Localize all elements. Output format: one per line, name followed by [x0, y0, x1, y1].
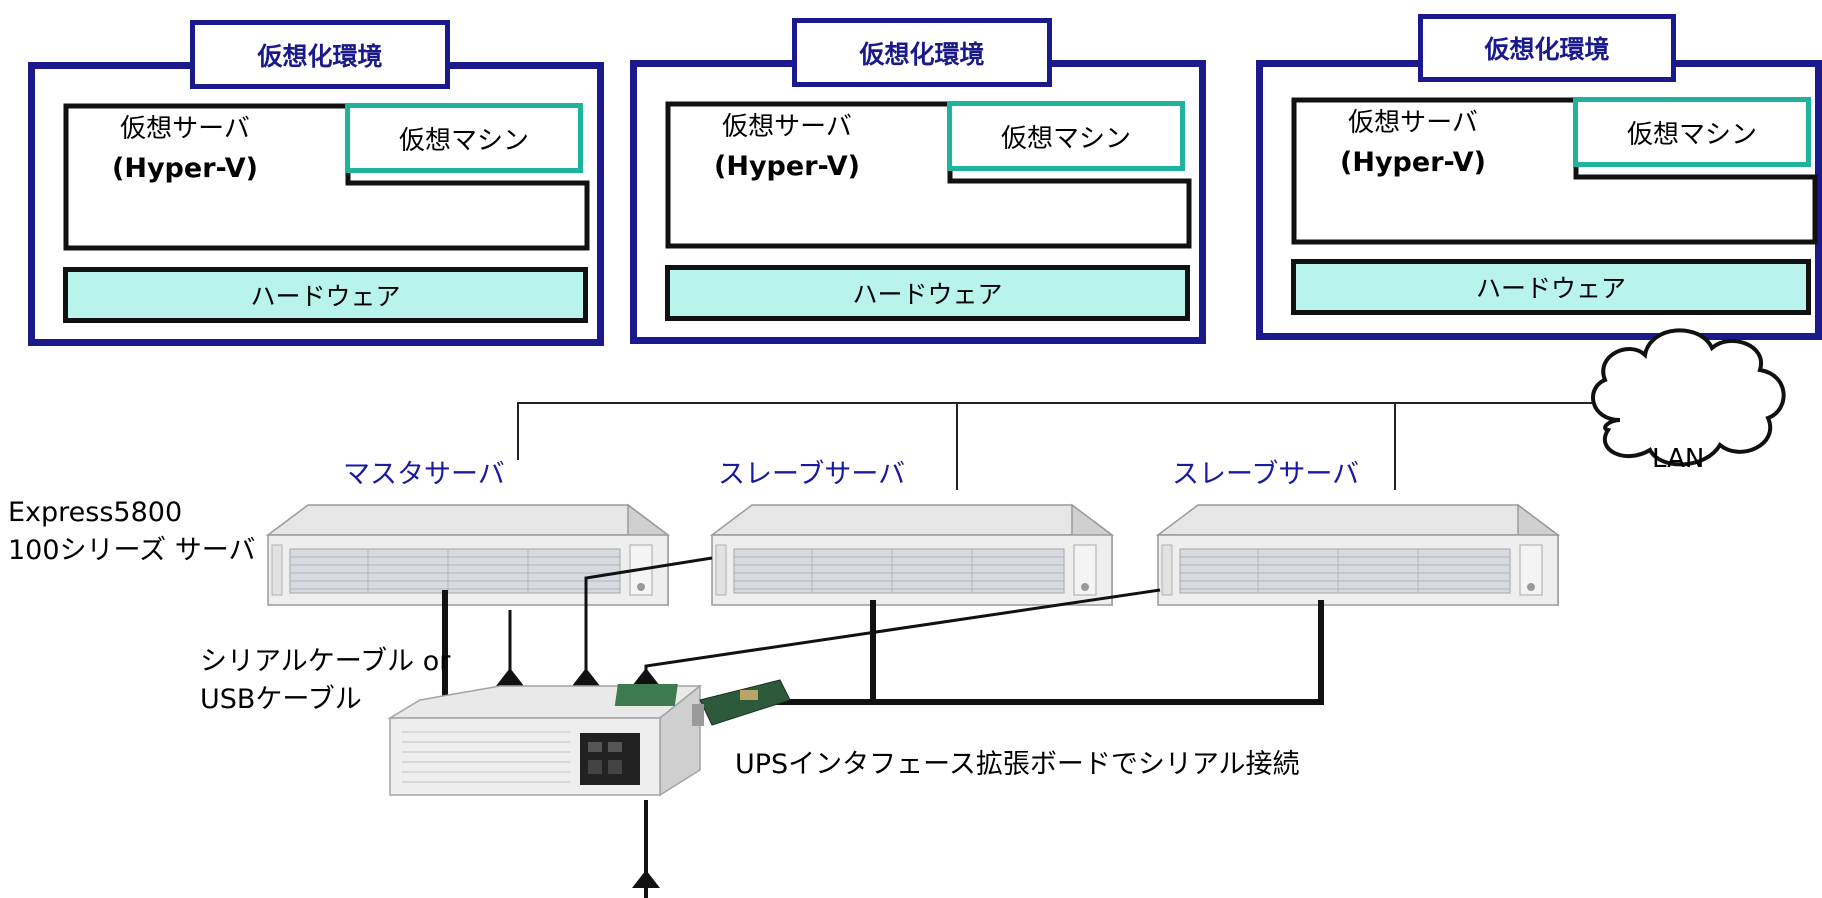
slave-server-1-image: [711, 504, 1113, 606]
virtual-server-hypervisor: (Hyper-V): [1340, 147, 1486, 178]
hardware-label: ハードウェア: [852, 280, 1003, 309]
master-server-label: マスタサーバ: [343, 459, 505, 490]
virtual-server-label: 仮想サーバ (Hyper-V): [75, 109, 295, 189]
virtual-machine-box: 仮想マシン: [947, 101, 1185, 171]
lan-cloud-icon: [1591, 328, 1786, 467]
environment-title-tab-3: 仮想化環境: [1418, 14, 1676, 82]
power-arrow-icon: [496, 668, 524, 686]
power-arrow-icon: [572, 668, 600, 686]
environment-title: 仮想化環境: [257, 41, 383, 71]
virtual-server-name: 仮想サーバ: [1348, 108, 1478, 138]
lan-label: LAN: [1652, 444, 1705, 474]
cable-type-line1: シリアルケーブル or: [200, 646, 451, 677]
hardware-label: ハードウェア: [1475, 274, 1626, 303]
slave-server-1-label: スレーブサーバ: [718, 459, 906, 490]
virtual-machine-label: 仮想マシン: [1000, 123, 1131, 154]
virtual-machine-label: 仮想マシン: [398, 125, 529, 156]
virtual-machine-box: 仮想マシン: [1573, 97, 1811, 167]
hardware-box: ハードウェア: [63, 267, 588, 323]
hardware-box: ハードウェア: [1291, 259, 1811, 315]
server-model-line1: Express5800: [8, 497, 183, 528]
ups-input-arrow-icon: [632, 870, 660, 888]
virtual-server-label: 仮想サーバ (Hyper-V): [677, 107, 897, 187]
environment-title-tab-2: 仮想化環境: [792, 18, 1052, 87]
master-server-image: [267, 504, 669, 606]
slave-board-cables: [768, 600, 1324, 705]
environment-title: 仮想化環境: [1484, 35, 1610, 64]
slave-server-2-label: スレーブサーバ: [1172, 459, 1360, 490]
power-arrow-icon: [632, 668, 660, 686]
slave-server-2-image: [1157, 504, 1559, 606]
virtual-server-name: 仮想サーバ: [120, 114, 250, 144]
ups-unit-image: [387, 684, 703, 797]
virtual-server-hypervisor: (Hyper-V): [112, 153, 258, 184]
ups-board-connection-label: UPSインタフェース拡張ボードでシリアル接続: [735, 749, 1300, 780]
virtual-server-label: 仮想サーバ (Hyper-V): [1303, 103, 1523, 183]
cable-type-line2: USBケーブル: [200, 684, 362, 715]
virtualization-environment-1: 仮想サーバ (Hyper-V) 仮想マシン ハードウェア: [28, 62, 604, 346]
ups-interface-board-image: [614, 679, 791, 726]
virtual-server-name: 仮想サーバ: [722, 112, 852, 142]
environment-title: 仮想化環境: [859, 39, 985, 69]
server-model-line2: 100シリーズ サーバ: [8, 535, 256, 566]
virtual-machine-box: 仮想マシン: [345, 103, 583, 173]
server-model-label: Express5800 100シリーズ サーバ: [8, 494, 256, 570]
hardware-box: ハードウェア: [665, 265, 1190, 321]
lan-bus: [517, 402, 1597, 490]
environment-title-tab-1: 仮想化環境: [190, 20, 450, 89]
hardware-label: ハードウェア: [250, 282, 401, 311]
virtual-machine-label: 仮想マシン: [1626, 119, 1757, 150]
virtual-server-hypervisor: (Hyper-V): [714, 151, 860, 182]
cable-type-label: シリアルケーブル or USBケーブル: [200, 643, 450, 719]
